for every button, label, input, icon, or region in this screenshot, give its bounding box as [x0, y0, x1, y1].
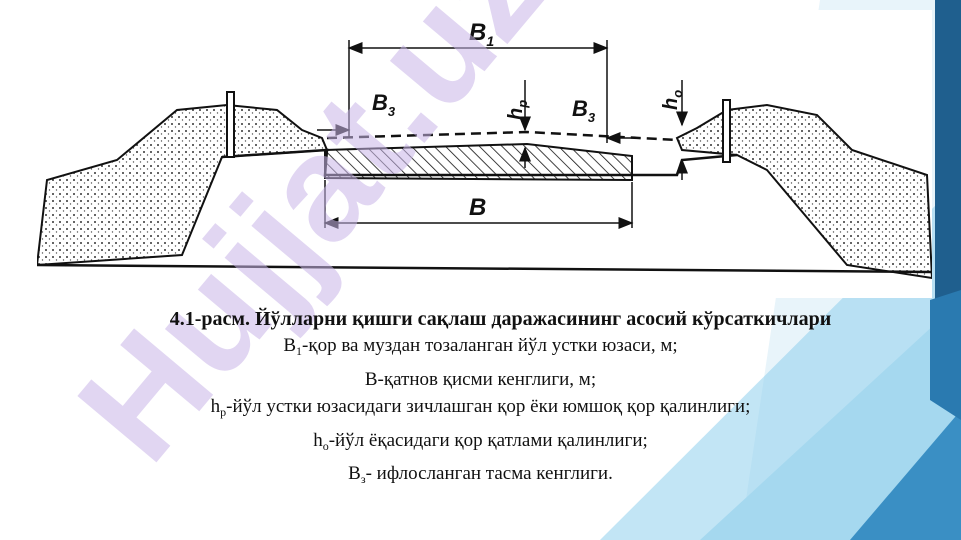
- right-post: [722, 99, 731, 163]
- legend-line-b: B-қатнов қисми кенглиги, м;: [364, 368, 597, 390]
- right-snow-bank: [675, 103, 934, 280]
- road-cross-section-figure: B1 B B3 B3 hp ho: [35, 10, 934, 298]
- figure-title: 4.1-расм. Йўлларни қишги сақлаш даражаси…: [169, 308, 832, 330]
- label-b: B: [469, 194, 486, 221]
- road-cross-section-diagram: B1 B B3 B3 hp ho: [35, 19, 934, 280]
- pavement-layer: [324, 142, 633, 182]
- legend-line-ho: ho-йўл ёқасидаги қор қатлами қалинлиги;: [313, 429, 648, 453]
- label-b3-right: B3: [572, 96, 596, 125]
- caption-block: 4.1-расм. Йўлларни қишги сақлаш даражаси…: [0, 306, 961, 494]
- label-b3-left: B3: [372, 90, 396, 119]
- label-hp: hp: [505, 100, 530, 120]
- left-snow-bank: [35, 103, 329, 267]
- label-b1: B1: [469, 19, 494, 49]
- label-ho: ho: [660, 90, 685, 110]
- legend-line-b1: B1-қор ва муздан тозаланган йўл устки юз…: [283, 335, 678, 358]
- legend-line-hp: hp-йўл устки юзасидаги зичлашган қор ёки…: [210, 396, 751, 419]
- legend-line-bz: Bз- ифлосланган тасма кенглиги.: [348, 463, 613, 486]
- left-post: [226, 91, 235, 158]
- snow-surface-line: [326, 130, 678, 142]
- ground-line: [36, 263, 933, 274]
